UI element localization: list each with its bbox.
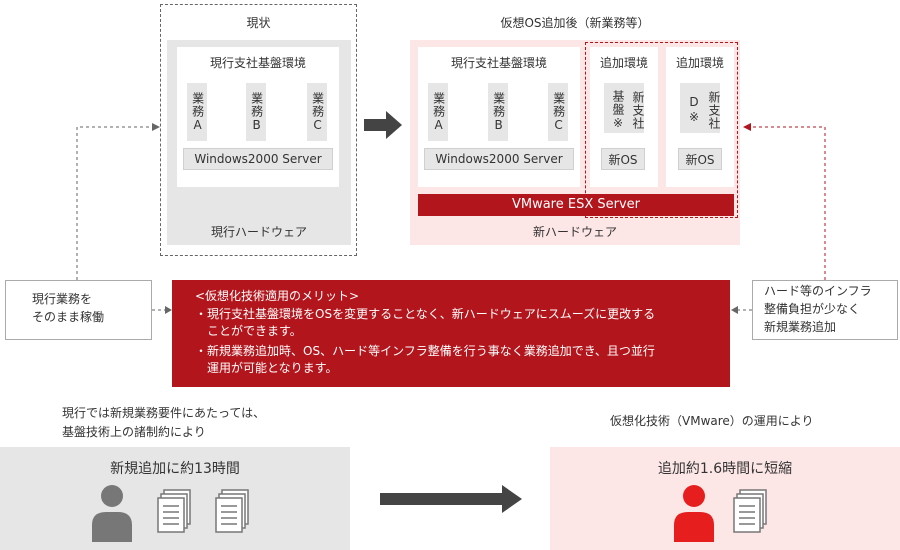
document-stack-icon-3 [733, 489, 767, 533]
bottom-arrow-shaft [380, 493, 502, 505]
right-connector [748, 126, 826, 280]
person-icon-gray [92, 485, 132, 542]
current-os: Windows2000 Server [183, 148, 333, 170]
after-heading: 仮想OS追加後（新業務等） [500, 16, 650, 30]
vmware-bar: VMware ESX Server [418, 194, 734, 216]
add-env-1-os: 新OS [601, 148, 645, 170]
add-env-2-os: 新OS [678, 148, 722, 170]
document-stack-icon-2 [215, 489, 249, 533]
right-note-line-2: 整備負担が少なく [764, 302, 861, 316]
current-hardware-label: 現行ハードウェア [210, 225, 307, 239]
after-env-title: 現行支社基盤環境 [450, 56, 547, 70]
add-env-2-col2: 新支社 [700, 83, 721, 133]
merit-box [172, 280, 730, 387]
right-connector-arrowhead [743, 123, 751, 131]
after-hardware-label: 新ハードウェア [532, 225, 617, 239]
bottom-right-icons [674, 485, 767, 542]
bottom-arrow-head [502, 485, 522, 513]
merit-line-2: ・新規業務追加時、OS、ハード等インフラ整備を行う事なく業務追加でき、且つ並行 [195, 344, 655, 358]
bottom-right-label: 追加約1.6時間に短縮 [657, 461, 793, 477]
after-task-a: 業務A [428, 83, 448, 141]
document-stack-icon [157, 489, 191, 533]
middle-arrow-shaft [364, 119, 386, 131]
right-merit-arrowhead [731, 306, 738, 314]
merit-title: <仮想化技術適用のメリット> [195, 289, 360, 303]
add-env-1-title: 追加環境 [599, 56, 648, 70]
merit-line-2b: 運用が可能となります。 [207, 361, 338, 375]
merit-line-1: ・現行支社基盤環境をOSを変更することなく、新ハードウェアにスムーズに更改する [195, 307, 656, 321]
left-note-line-2: そのまま稼働 [32, 310, 105, 324]
additions-frame [585, 42, 738, 218]
right-note-line-1: ハード等のインフラ [764, 284, 872, 298]
middle-arrow-head [386, 111, 402, 139]
add-env-1-col2: 新支社 [624, 83, 645, 133]
left-connector [76, 126, 155, 280]
left-connector-arrowhead [152, 123, 160, 131]
current-heading: 現状 [246, 16, 271, 30]
bottom-left-label: 新規追加に約13時間 [110, 461, 240, 477]
add-env-2-col1: D※ [680, 83, 701, 133]
right-note-line-3: 新規業務追加 [764, 320, 837, 334]
current-task-b: 業務B [246, 83, 266, 141]
left-note-box [5, 280, 152, 340]
after-task-b: 業務B [488, 83, 508, 141]
left-note-line-1: 現行業務を [32, 292, 93, 306]
current-task-a: 業務A [187, 83, 207, 141]
after-task-c: 業務C [548, 83, 568, 141]
left-merit-arrowhead [165, 306, 172, 314]
current-frame [160, 4, 357, 256]
add-env-1-col1: 基盤※ [604, 83, 625, 133]
current-env-title: 現行支社基盤環境 [209, 56, 306, 70]
bottom-right-caption: 仮想化技術（VMware）の運用により [610, 414, 814, 428]
current-task-c: 業務C [307, 83, 327, 141]
add-env-2-title: 追加環境 [675, 56, 724, 70]
bottom-left-caption-2: 基盤技術上の諸制約により [62, 425, 206, 439]
after-os: Windows2000 Server [424, 148, 574, 170]
right-note-box [752, 280, 898, 340]
merit-line-1b: ことができます。 [207, 324, 302, 338]
bottom-left-caption-1: 現行では新規業務要件にあたっては、 [62, 406, 266, 420]
bottom-right-panel [550, 447, 900, 550]
bottom-left-icons [92, 485, 249, 542]
person-icon-red [674, 485, 714, 542]
